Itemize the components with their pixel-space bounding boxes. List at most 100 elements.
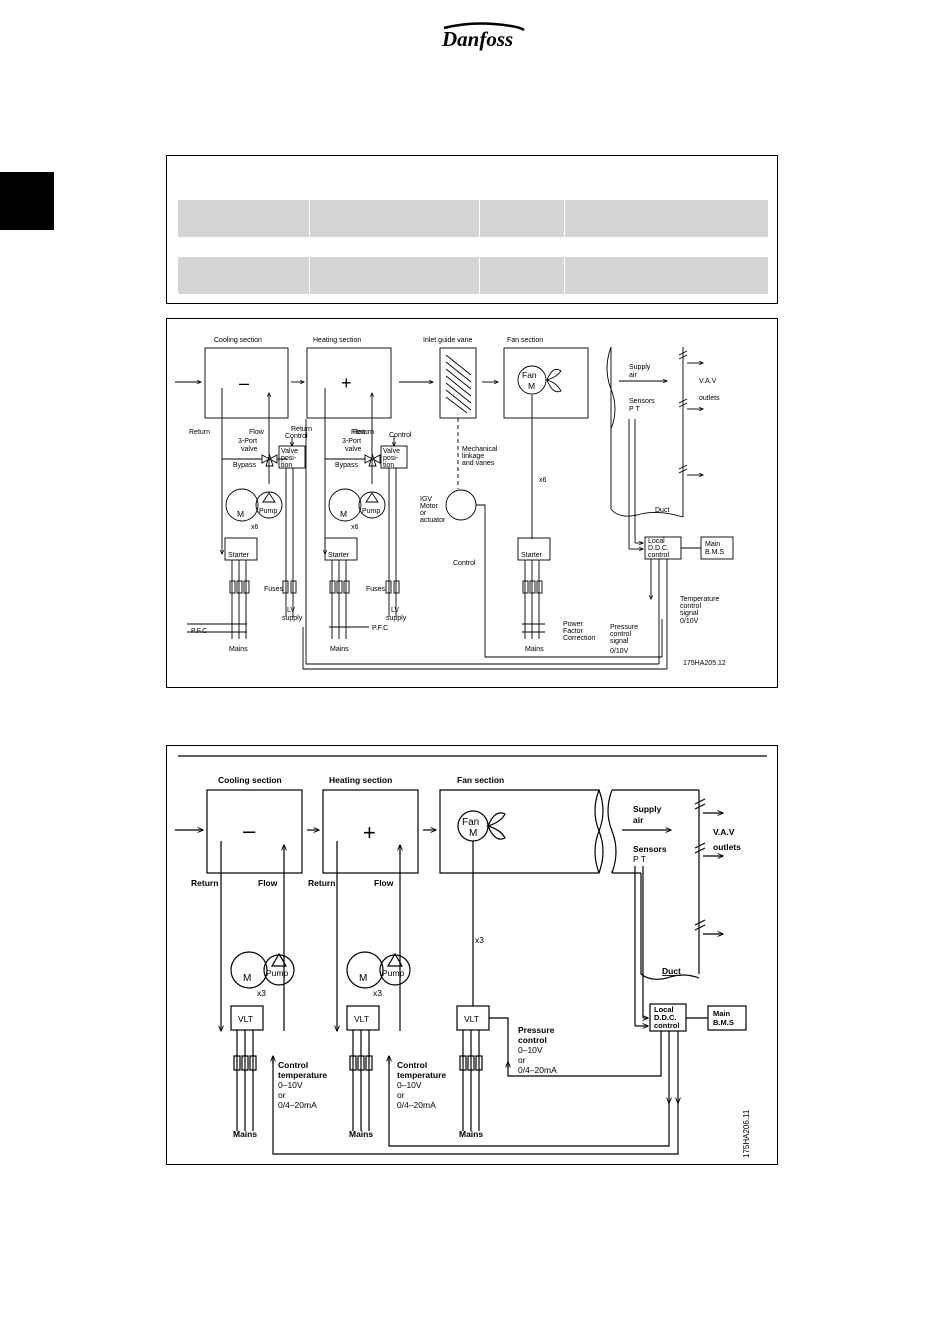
heating-starter-box xyxy=(324,537,358,561)
igv-label: actuator xyxy=(420,517,446,524)
cooling-coil-box xyxy=(206,789,303,874)
figure-ref: 175HA205.12 xyxy=(683,660,726,667)
local-ddc-label: Local xyxy=(648,538,665,545)
figure-ref: 175HA206.11 xyxy=(742,1109,751,1158)
pressure-signal-label: control xyxy=(610,631,631,638)
heating-control-label: Control xyxy=(389,432,412,439)
valve-position-label: posi- xyxy=(281,455,297,462)
fan-mains-label: Mains xyxy=(459,1129,483,1139)
cooling-temperature-label: 0–10V xyxy=(278,1080,303,1090)
igv-label: IGV xyxy=(420,496,432,503)
heating-valve-position-label: Valve xyxy=(383,448,400,455)
cooling-temperature-label: 0/4–20mA xyxy=(278,1100,317,1110)
heating-lv-supply-label: supply xyxy=(386,615,407,622)
duct-label: Duct xyxy=(662,966,681,976)
heating-section-label: Heating section xyxy=(313,337,361,344)
valve-label: valve xyxy=(241,446,257,453)
igv-control-label: Control xyxy=(453,560,476,567)
pt-label: P T xyxy=(633,854,646,864)
sensors-label: Sensors xyxy=(633,844,667,854)
heating-temperature-label: 0/4–20mA xyxy=(397,1100,436,1110)
vav-label: outlets xyxy=(713,842,741,852)
cooling-coil-box xyxy=(204,347,289,419)
pressure-control-label: 0/4–20mA xyxy=(518,1065,557,1075)
vav-label: V.A.V xyxy=(699,378,717,385)
heating-flow-label: Flow xyxy=(374,878,394,888)
cooling-x3-label: x3 xyxy=(257,988,266,998)
fan-mains-label: Mains xyxy=(525,646,544,653)
temperature-signal-label: Temperature xyxy=(680,596,719,603)
heating-starter-label: Starter xyxy=(328,552,350,559)
pressure-signal-label: 0/10V xyxy=(610,648,629,655)
cooling-temperature-label: or xyxy=(278,1090,286,1100)
heating-mains-label: Mains xyxy=(349,1129,373,1139)
bms-label: B.M.S xyxy=(713,1018,734,1027)
cooling-mains-label: Mains xyxy=(233,1129,257,1139)
fan-motor-label: M xyxy=(469,828,477,839)
heating-vlt-box xyxy=(346,1005,380,1031)
pressure-control-label: 0–10V xyxy=(518,1045,543,1055)
pressure-control-label: Pressure xyxy=(518,1025,555,1035)
diagram-vlt-system: Cooling section Heating section Fan sect… xyxy=(166,745,778,1165)
danfoss-logo: Danfoss xyxy=(441,22,525,51)
mechanical-linkage-label: and vanes xyxy=(462,460,495,467)
fan-starter-box xyxy=(517,537,551,561)
heating-flow-label: Flow xyxy=(351,429,367,436)
diagram-igv-svg: Cooling section Heating section Inlet gu… xyxy=(175,337,734,670)
fan-x6-label: x6 xyxy=(539,477,547,484)
cooling-motor-label: M xyxy=(243,973,251,984)
heating-motor-label: M xyxy=(340,509,347,519)
cooling-motor-label: M xyxy=(237,509,244,519)
cooling-mains-label: Mains xyxy=(229,646,248,653)
bms-label: Main xyxy=(713,1009,731,1018)
cooling-flow-label: Flow xyxy=(258,878,278,888)
lv-supply-label: LV xyxy=(287,607,295,614)
temperature-signal-label: 0/10V xyxy=(680,618,699,625)
heating-coil-box xyxy=(306,347,392,419)
heating-temperature-label: temperature xyxy=(397,1070,446,1080)
cooling-starter-box xyxy=(224,537,258,561)
heating-mains-label: Mains xyxy=(330,646,349,653)
valve-label: 3-Port xyxy=(238,438,257,445)
power-factor-label: Power xyxy=(563,621,584,628)
heating-return-label: Return xyxy=(353,429,374,436)
bms-label: B.M.S xyxy=(705,549,724,556)
fan-section-label: Fan section xyxy=(457,775,504,785)
local-ddc-label: control xyxy=(654,1021,679,1030)
valve-position-label: tion xyxy=(281,462,292,469)
vav-label: V.A.V xyxy=(713,827,735,837)
fan-vlt-label: VLT xyxy=(464,1014,479,1024)
cooling-motor-circle xyxy=(225,488,259,522)
cooling-return-label: Return xyxy=(191,878,218,888)
diagram-igv-system: Cooling section Heating section Inlet gu… xyxy=(166,318,778,688)
power-factor-label: Correction xyxy=(563,635,595,642)
power-factor-label: Factor xyxy=(563,628,584,635)
heating-valve-label: valve xyxy=(345,446,361,453)
return-control-label: Control xyxy=(285,433,308,440)
cooling-fuses-label: Fuses xyxy=(264,586,284,593)
igv-label: or xyxy=(420,510,427,517)
inlet-guide-vane-box xyxy=(439,347,477,419)
pressure-signal-label: Pressure xyxy=(610,624,638,631)
heating-pump-label: Pump xyxy=(362,508,380,515)
minus-sign: – xyxy=(243,818,256,843)
igv-label: Motor xyxy=(420,503,439,510)
fan-label: Fan xyxy=(522,370,537,380)
temperature-signal-label: control xyxy=(680,603,701,610)
heating-valve-position-label: tion xyxy=(383,462,394,469)
table-frame xyxy=(166,155,778,304)
bypass-label: Bypass xyxy=(233,462,256,469)
heating-motor-circle xyxy=(328,488,362,522)
plus-sign: + xyxy=(363,820,376,845)
local-ddc-label: D.D.C. xyxy=(654,1013,677,1022)
heating-return-label: Return xyxy=(308,878,335,888)
duct-outline xyxy=(610,347,684,518)
sensors-label: Sensors xyxy=(629,398,655,405)
cooling-vlt-box xyxy=(230,1005,264,1031)
pfc-label: P.F.C xyxy=(191,628,207,635)
temperature-signal-label: signal xyxy=(680,610,699,617)
fan-blade-icon xyxy=(485,812,506,840)
logo-text: Danfoss xyxy=(441,27,513,51)
heating-pfc-label: P.F.C xyxy=(372,625,388,632)
cooling-pump-label: Pump xyxy=(259,508,277,515)
